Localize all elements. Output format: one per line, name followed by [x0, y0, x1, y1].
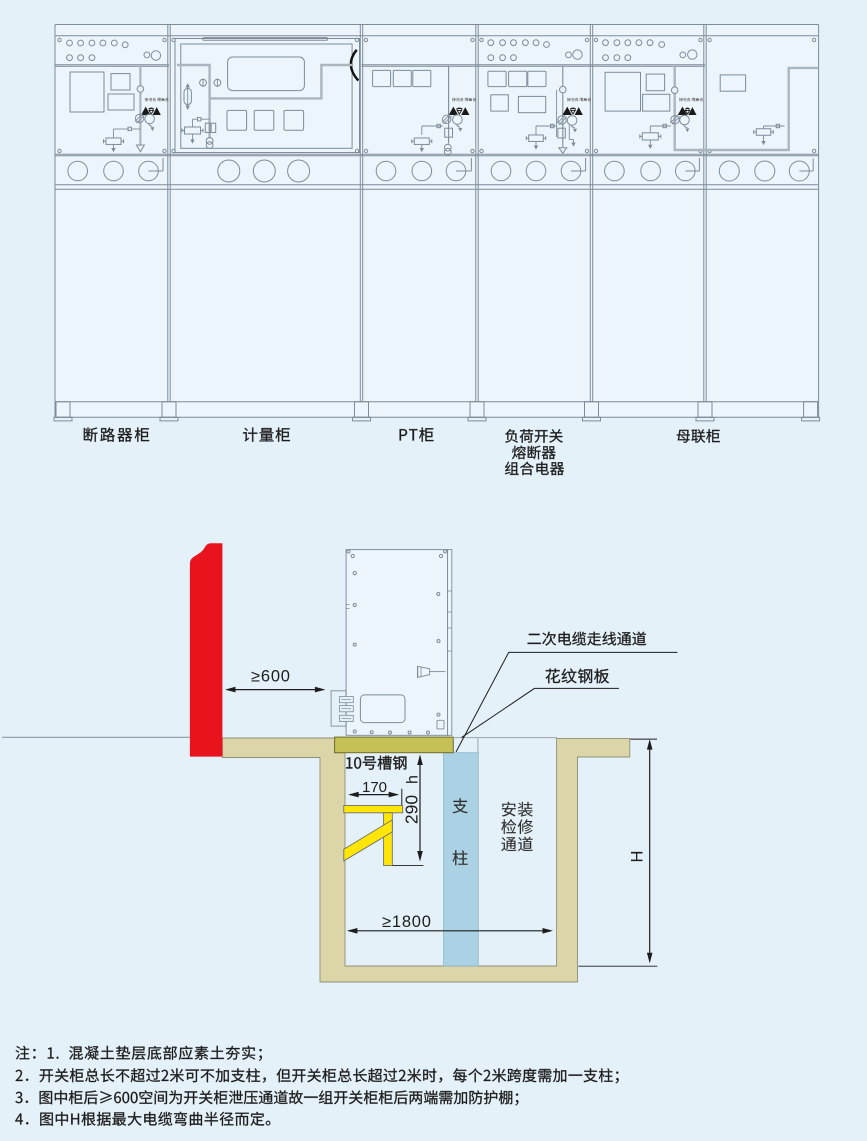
svg-text:H: H — [629, 851, 647, 863]
svg-text:290: 290 — [402, 795, 422, 824]
svg-text:≥1800: ≥1800 — [382, 913, 432, 931]
svg-text:170: 170 — [362, 779, 387, 796]
svg-text:h: h — [405, 775, 422, 784]
svg-text:≥600: ≥600 — [251, 667, 291, 685]
